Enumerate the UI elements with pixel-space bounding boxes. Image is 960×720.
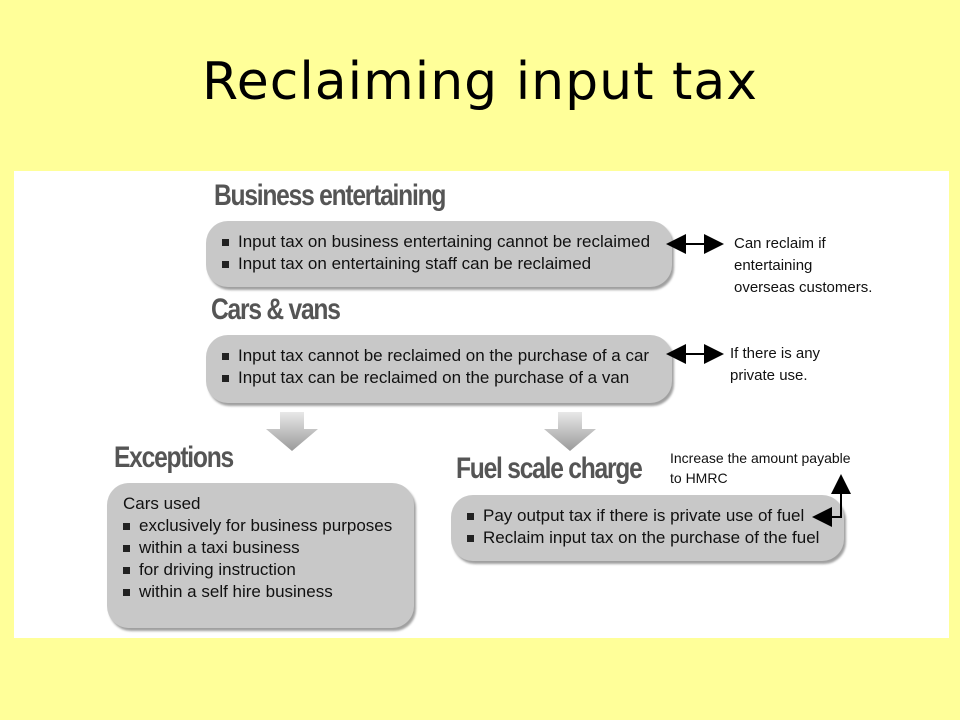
list-item: Reclaim input tax on the purchase of the… [467,527,844,549]
box-cars-vans: Input tax cannot be reclaimed on the pur… [206,335,672,403]
note-business-entertaining: Can reclaim if entertaining overseas cus… [734,235,873,296]
list-item: Input tax can be reclaimed on the purcha… [222,367,672,389]
box-business-entertaining: Input tax on business entertaining canno… [206,221,672,287]
connector-layer [266,234,851,527]
down-arrow-fuel-scale [544,412,596,451]
slide-title: Reclaiming input tax [201,52,759,112]
diagram-panel: Business entertaining Input tax on busin… [14,171,949,638]
list-item: Input tax cannot be reclaimed on the pur… [222,345,672,367]
heading-fuel-scale-charge: Fuel scale charge [456,452,643,485]
heading-business-entertaining: Business entertaining [214,179,446,212]
note-cars-vans: If there is any private use. [730,345,821,384]
note-fuel-scale-charge: Increase the amount payable to HMRC [670,450,851,486]
list-item: Input tax on business entertaining canno… [222,231,672,253]
list-item: for driving instruction [123,559,414,581]
bent-arrow-fuel-scale [812,474,851,527]
list-item: Pay output tax if there is private use o… [467,505,844,527]
box-fuel-scale-charge: Pay output tax if there is private use o… [451,495,844,561]
list-item: within a taxi business [123,537,414,559]
down-arrow-exceptions [266,412,318,451]
heading-exceptions: Exceptions [114,441,234,474]
list-item: within a self hire business [123,581,414,603]
exceptions-intro: Cars used [123,494,201,513]
list-item: exclusively for business purposes [123,515,414,537]
heading-cars-vans: Cars & vans [211,293,341,326]
list-item: Input tax on entertaining staff can be r… [222,253,672,275]
box-exceptions: Cars used exclusively for business purpo… [107,483,414,628]
